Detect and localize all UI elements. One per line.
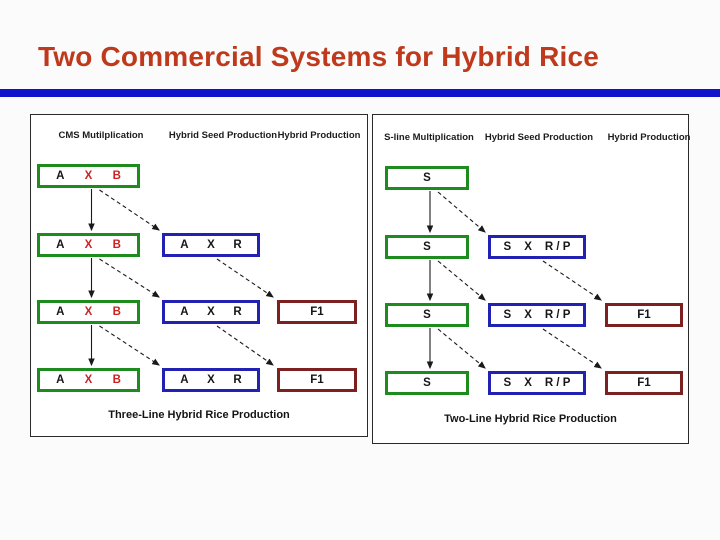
panel-three-line: CMS Mutilplication Hybrid Seed Production… — [30, 114, 368, 437]
column-header: CMS Mutilplication — [58, 130, 144, 141]
f1-box: F1 — [277, 300, 357, 324]
box-letter: F1 — [637, 309, 651, 321]
box-letter: B — [112, 239, 121, 251]
box-letter: X — [524, 241, 532, 253]
diagonal-arrow — [437, 191, 486, 233]
box-letter: X — [207, 306, 215, 318]
box-letter: X — [207, 239, 215, 251]
box-letter: A — [180, 239, 189, 251]
diagonal-arrow — [99, 325, 160, 366]
box-letter: S — [503, 309, 512, 321]
column-header: Hybrid Production — [607, 132, 691, 143]
column-header: Hybrid Seed Production — [168, 130, 278, 141]
title-underline-bar — [0, 89, 720, 97]
box-letter: R — [233, 239, 242, 251]
box-letter: A — [56, 306, 65, 318]
multiplication-box: S — [385, 166, 469, 190]
diagonal-arrow — [437, 328, 486, 369]
box-letter: B — [112, 306, 121, 318]
box-letter: S — [423, 309, 431, 321]
box-letter: F1 — [310, 374, 324, 386]
panel-caption: Three-Line Hybrid Rice Production — [108, 409, 290, 421]
box-letter: R — [233, 374, 242, 386]
diagonal-arrow — [99, 258, 160, 298]
box-letter: A — [180, 374, 189, 386]
multiplication-box: S — [385, 303, 469, 327]
f1-box: F1 — [605, 303, 683, 327]
box-letter: F1 — [637, 377, 651, 389]
box-letter: B — [112, 170, 121, 182]
box-letter: X — [524, 377, 532, 389]
box-letter: R — [233, 306, 242, 318]
box-letter: R / P — [544, 377, 571, 389]
page-title: Two Commercial Systems for Hybrid Rice — [38, 41, 600, 72]
box-letter: X — [84, 306, 93, 318]
box-letter: F1 — [310, 306, 324, 318]
box-letter: S — [423, 172, 431, 184]
f1-box: F1 — [605, 371, 683, 395]
box-letter: X — [84, 170, 93, 182]
diagonal-arrow — [216, 258, 274, 298]
panel-caption: Two-Line Hybrid Rice Production — [444, 413, 617, 425]
diagonal-arrow — [437, 260, 486, 301]
multiplication-box: S — [385, 371, 469, 395]
box-letter: R / P — [544, 241, 571, 253]
panel-two-line: S-line Multiplication Hybrid Seed Product… — [372, 114, 691, 444]
box-letter: A — [180, 306, 189, 318]
box-letter: A — [56, 170, 65, 182]
column-header: Hybrid Production — [277, 130, 361, 141]
diagonal-arrow — [216, 325, 274, 366]
box-letter: S — [503, 241, 512, 253]
multiplication-box: S — [385, 235, 469, 259]
box-letter: A — [56, 374, 65, 386]
box-letter: A — [56, 239, 65, 251]
box-letter: R / P — [544, 309, 571, 321]
flow-arrows — [426, 191, 602, 370]
diagonal-arrow — [99, 189, 160, 231]
box-letter: S — [423, 377, 431, 389]
column-header: Hybrid Seed Production — [484, 132, 594, 143]
diagonal-arrow — [542, 328, 602, 369]
box-letter: X — [84, 239, 93, 251]
column-header: S-line Multiplication — [384, 132, 474, 143]
box-letter: X — [84, 374, 93, 386]
box-letter: B — [112, 374, 121, 386]
box-letter: S — [423, 241, 431, 253]
box-letter: X — [207, 374, 215, 386]
box-letter: S — [503, 377, 512, 389]
box-letter: X — [524, 309, 532, 321]
diagonal-arrow — [542, 260, 602, 301]
f1-box: F1 — [277, 368, 357, 392]
